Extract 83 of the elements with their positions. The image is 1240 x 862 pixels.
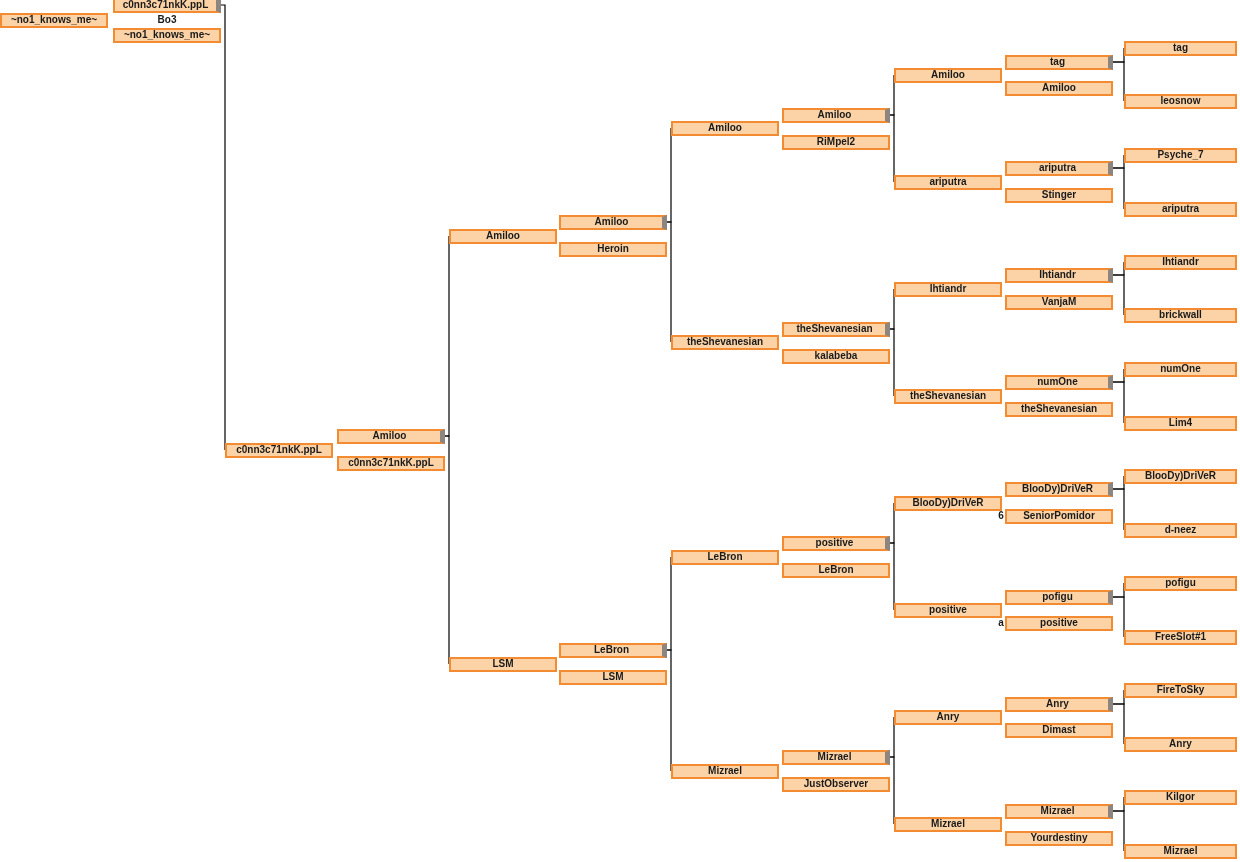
player-box: brickwall — [1124, 307, 1237, 323]
player-box: Mizrael — [671, 763, 779, 779]
player-box: Stinger — [1005, 187, 1113, 203]
player-box: LSM — [559, 669, 667, 685]
player-box: BlooDy)DriVeR — [1005, 481, 1113, 497]
bracket-line — [444, 435, 450, 665]
player-box: pofigu — [1005, 589, 1113, 605]
note-text: 6 — [997, 509, 1005, 523]
player-box: Mizrael — [1124, 843, 1237, 859]
bracket-line — [889, 114, 895, 183]
player-box: tag — [1124, 40, 1237, 56]
player-box: Amiloo — [782, 107, 890, 123]
bracket-line — [1112, 703, 1125, 745]
player-box: Amiloo — [559, 214, 667, 230]
player-box: theShevanesian — [782, 321, 890, 337]
bracket-line — [220, 4, 226, 451]
player-box: BlooDy)DriVeR — [894, 495, 1002, 511]
player-box: FireToSky — [1124, 682, 1237, 698]
player-box: Psyche_7 — [1124, 147, 1237, 163]
bracket-line — [1112, 488, 1125, 531]
player-box: theShevanesian — [1005, 401, 1113, 417]
player-box: ~no1_knows_me~ — [113, 27, 221, 43]
player-box: positive — [1005, 615, 1113, 631]
player-box: LSM — [449, 656, 557, 672]
bracket-line — [1112, 61, 1125, 102]
player-box: Anry — [1124, 736, 1237, 752]
player-box: VanjaM — [1005, 294, 1113, 310]
player-box: Heroin — [559, 241, 667, 257]
player-box: numOne — [1124, 361, 1237, 377]
player-box: tag — [1005, 54, 1113, 70]
player-box: positive — [782, 535, 890, 551]
player-box: theShevanesian — [671, 334, 779, 350]
bracket-line — [889, 756, 895, 825]
player-box: ~no1_knows_me~ — [0, 12, 108, 28]
bracket-line — [889, 542, 895, 611]
player-box: Ihtiandr — [1124, 254, 1237, 270]
bracket-line — [666, 221, 672, 343]
player-box: Mizrael — [782, 749, 890, 765]
player-box: Mizrael — [1005, 803, 1113, 819]
player-box: c0nn3c71nkK.ppL — [225, 442, 333, 458]
note-text: Bo3 — [156, 13, 178, 27]
player-box: LeBron — [671, 549, 779, 565]
player-box: Ihtiandr — [894, 281, 1002, 297]
player-box: Dimast — [1005, 722, 1113, 738]
player-box: c0nn3c71nkK.ppL — [337, 455, 445, 471]
player-box: leosnow — [1124, 93, 1237, 109]
player-box: Lim4 — [1124, 415, 1237, 431]
bracket-line — [1112, 381, 1125, 424]
player-box: RiMpel2 — [782, 134, 890, 150]
bracket-line — [1112, 274, 1125, 316]
player-box: Kilgor — [1124, 789, 1237, 805]
player-box: Amiloo — [337, 428, 445, 444]
bracket-line — [889, 328, 895, 397]
note-text: a — [997, 616, 1005, 630]
player-box: Ihtiandr — [1005, 267, 1113, 283]
bracket-line — [666, 649, 672, 772]
player-box: Anry — [894, 709, 1002, 725]
player-box: ariputra — [894, 174, 1002, 190]
player-box: Anry — [1005, 696, 1113, 712]
player-box: ariputra — [1005, 160, 1113, 176]
player-box: FreeSlot#1 — [1124, 629, 1237, 645]
player-box: JustObserver — [782, 776, 890, 792]
player-box: Amiloo — [1005, 80, 1113, 96]
player-box: BlooDy)DriVeR — [1124, 468, 1237, 484]
player-box: Amiloo — [894, 67, 1002, 83]
player-box: Amiloo — [449, 228, 557, 244]
bracket-line — [1112, 596, 1125, 638]
player-box: pofigu — [1124, 575, 1237, 591]
player-box: Amiloo — [671, 120, 779, 136]
bracket-line — [1112, 167, 1125, 210]
player-box: LeBron — [782, 562, 890, 578]
player-box: positive — [894, 602, 1002, 618]
player-box: theShevanesian — [894, 388, 1002, 404]
player-box: numOne — [1005, 374, 1113, 390]
player-box: LeBron — [559, 642, 667, 658]
player-box: d-neez — [1124, 522, 1237, 538]
player-box: SeniorPomidor — [1005, 508, 1113, 524]
player-box: Mizrael — [894, 816, 1002, 832]
player-box: kalabeba — [782, 348, 890, 364]
player-box: ariputra — [1124, 201, 1237, 217]
player-box: Yourdestiny — [1005, 830, 1113, 846]
bracket-line — [1112, 810, 1125, 852]
player-box: c0nn3c71nkK.ppL — [113, 0, 221, 13]
